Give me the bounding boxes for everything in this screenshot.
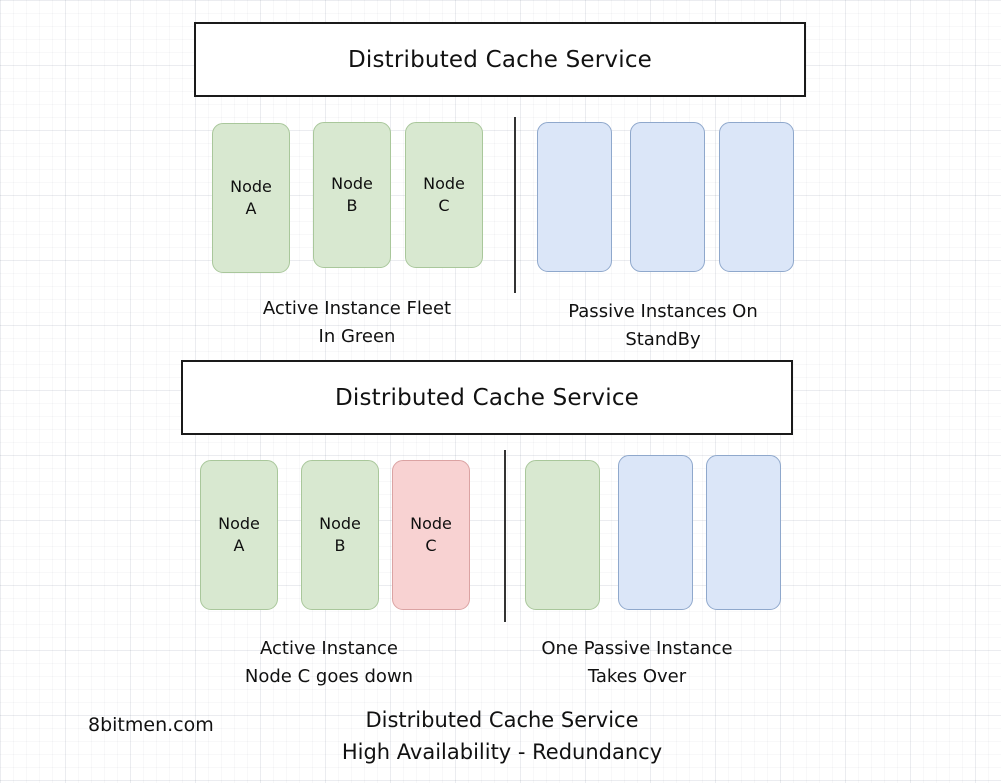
node-a-row1[interactable]: Node A <box>212 123 290 273</box>
node-c-row2-id: C <box>425 536 437 555</box>
node-a-row1-id: A <box>245 199 257 218</box>
divider-row2 <box>504 450 506 622</box>
node-a-row2[interactable]: Node A <box>200 460 278 610</box>
caption-passive-takeover-row2: One Passive Instance Takes Over <box>541 638 733 687</box>
node-a-row2-id: A <box>233 536 245 555</box>
node-a-row2-name: Node <box>218 514 260 534</box>
service-bar-row1: Distributed Cache Service <box>194 22 806 97</box>
passive-instance-2-row1[interactable] <box>630 122 705 272</box>
node-c-row1[interactable]: Node C <box>405 122 483 268</box>
passive-instance-1-row1[interactable] <box>537 122 612 272</box>
passive-instance-1-row2-promoted[interactable] <box>525 460 600 610</box>
passive-instance-2-row2[interactable] <box>618 455 693 610</box>
node-b-row2-name: Node <box>319 514 361 534</box>
node-b-row2[interactable]: Node B <box>301 460 379 610</box>
node-c-row2-name: Node <box>410 514 452 534</box>
caption-active-fleet-row1: Active Instance Fleet In Green <box>262 298 452 347</box>
divider-row1 <box>514 117 516 293</box>
node-b-row1-name: Node <box>331 174 373 194</box>
caption-active-failure-row2: Active Instance Node C goes down <box>244 638 414 687</box>
node-c-row1-name: Node <box>423 174 465 194</box>
node-b-row1-id: B <box>346 196 358 215</box>
passive-instance-3-row1[interactable] <box>719 122 794 272</box>
passive-instance-3-row2[interactable] <box>706 455 781 610</box>
node-c-row2-failed[interactable]: Node C <box>392 460 470 610</box>
service-bar-row2: Distributed Cache Service <box>181 360 793 435</box>
node-b-row2-id: B <box>334 536 346 555</box>
service-bar-row1-label: Distributed Cache Service <box>347 46 653 73</box>
node-b-row1[interactable]: Node B <box>313 122 391 268</box>
node-c-row1-id: C <box>438 196 450 215</box>
diagram-title-line2: High Availability - Redundancy <box>341 739 663 764</box>
service-bar-row2-label: Distributed Cache Service <box>334 384 640 411</box>
watermark-8bitmen: 8bitmen.com <box>88 714 214 736</box>
node-a-row1-name: Node <box>230 177 272 197</box>
diagram-title-line1: Distributed Cache Service <box>365 708 639 732</box>
caption-passive-standby-row1: Passive Instances On StandBy <box>568 301 758 350</box>
